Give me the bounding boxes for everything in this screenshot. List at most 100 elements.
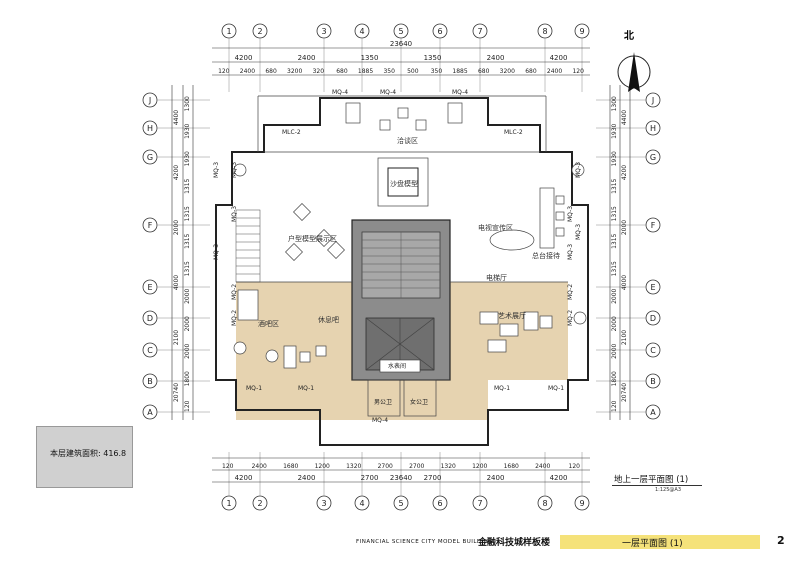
bot-dim1-7: 1320 — [441, 463, 456, 470]
grid-row-right-B: B — [645, 373, 661, 389]
svg-text:3: 3 — [321, 499, 326, 508]
grid-col-top-6: 6 — [432, 23, 448, 39]
right-dim-major-4: 2100 — [621, 330, 628, 345]
right-dim-major-5: 20740 — [621, 383, 628, 402]
left-dim-major-2: 2000 — [173, 220, 180, 235]
top-dim2-4: 320 — [313, 68, 325, 75]
window-tag-21: MQ-3 — [213, 162, 220, 178]
room-negotiation: 洽谈区 — [397, 136, 418, 145]
top-dim2-10: 1885 — [452, 68, 467, 75]
left-dim-2: 1930 — [184, 151, 191, 166]
grid-col-bottom-7: 7 — [472, 495, 488, 511]
grid-col-top-7: 7 — [472, 23, 488, 39]
window-tag-1: MQ-4 — [380, 89, 396, 96]
top-dim2-6: 1885 — [358, 68, 373, 75]
grid-col-bottom-8: 8 — [537, 495, 553, 511]
right-dim-4: 1315 — [611, 206, 618, 221]
bot-dim1-1: 2400 — [252, 463, 267, 470]
left-dim-6: 1315 — [184, 261, 191, 276]
svg-text:B: B — [147, 377, 153, 386]
grid-col-top-4: 4 — [354, 23, 370, 39]
bot-dim2-3: 2700 — [424, 474, 442, 482]
window-tag-18: MQ-3 — [213, 244, 220, 260]
grid-row-right-H: H — [645, 120, 661, 136]
left-dim-major-4: 2100 — [173, 330, 180, 345]
left-dim-1: 1930 — [184, 123, 191, 138]
bot-dim1-2: 1680 — [283, 463, 298, 470]
grid-col-top-8: 8 — [537, 23, 553, 39]
room-bar: 酒吧区 — [258, 320, 279, 328]
top-dim2-14: 2400 — [547, 68, 562, 75]
plan-scale: 1:125@A3 — [655, 487, 682, 493]
top-dimension-lines: 23640 — [212, 40, 590, 76]
bot-dim2-4: 2400 — [487, 474, 505, 482]
grid-row-right-E: E — [645, 279, 661, 295]
left-dimension-lines — [171, 85, 194, 420]
bot-dim2-2: 2700 — [361, 474, 379, 482]
left-dim-4: 1315 — [184, 206, 191, 221]
left-dim-0: 1300 — [184, 96, 191, 111]
left-dim-9: 2000 — [184, 343, 191, 358]
grid-row-left-B: B — [142, 373, 158, 389]
top-dim2-2: 680 — [265, 68, 277, 75]
svg-text:4: 4 — [359, 499, 364, 508]
top-dim2-5: 680 — [336, 68, 348, 75]
grid-col-top-5: 5 — [393, 23, 409, 39]
svg-text:2: 2 — [257, 499, 262, 508]
svg-text:6: 6 — [437, 27, 442, 36]
window-tag-3: MLC-2 — [282, 129, 301, 136]
window-tag-12: MQ-2 — [567, 310, 574, 326]
grid-row-left-C: C — [142, 342, 158, 358]
grid-row-left-A: A — [142, 404, 158, 420]
bot-dim1-8: 1200 — [472, 463, 487, 470]
left-dims-text: 1300193019301315131513151315200020002000… — [173, 96, 191, 412]
grid-col-bottom-6: 6 — [432, 495, 448, 511]
window-tag-11: MQ-2 — [567, 284, 574, 300]
total-dim-top: 23640 — [390, 40, 412, 48]
right-dim-1: 1930 — [611, 123, 618, 138]
svg-text:2: 2 — [257, 27, 262, 36]
room-sand-table: 沙盘模型 — [390, 179, 418, 188]
north-label: 北 — [624, 31, 634, 42]
bot-dim1-11: 120 — [569, 463, 581, 470]
window-tag-16: MQ-1 — [548, 385, 564, 392]
top-dim1-1: 2400 — [298, 54, 316, 62]
footer-chinese-title: 金融科技城样板楼 — [478, 538, 551, 548]
room-lounge: 休息吧 — [318, 315, 339, 324]
grid-col-top-2: 2 — [252, 23, 268, 39]
window-tag-17: MQ-4 — [372, 417, 388, 424]
right-dimension-lines — [609, 85, 631, 420]
window-tag-9: MQ-2 — [231, 284, 238, 300]
window-tag-2: MQ-4 — [452, 89, 468, 96]
room-art-gallery: 艺术展厅 — [498, 311, 526, 320]
left-dim-major-0: 4400 — [173, 110, 180, 125]
plan-title-underline — [612, 485, 702, 486]
right-dim-major-0: 4400 — [621, 110, 628, 125]
window-tag-13: MQ-1 — [246, 385, 262, 392]
bot-dim2-5: 4200 — [550, 474, 568, 482]
top-dim1-4: 2400 — [487, 54, 505, 62]
right-dim-6: 1315 — [611, 261, 618, 276]
bottom-dimension-lines: 23640 — [212, 457, 590, 483]
top-dim2-8: 500 — [407, 68, 419, 75]
top-dim2-9: 350 — [431, 68, 443, 75]
svg-text:G: G — [650, 153, 656, 162]
top-dim2-3: 3200 — [287, 68, 302, 75]
svg-text:C: C — [147, 346, 153, 355]
footer-english-title: FINANCIAL SCIENCE CITY MODEL BUILDING — [356, 539, 494, 545]
bot-dim1-9: 1680 — [504, 463, 519, 470]
bot-dim2-1: 2400 — [298, 474, 316, 482]
svg-text:F: F — [148, 221, 153, 230]
bot-dim1-0: 120 — [222, 463, 234, 470]
svg-text:A: A — [147, 408, 153, 417]
north-arrow — [617, 52, 651, 92]
svg-text:D: D — [650, 314, 656, 323]
bot-dim1-10: 2400 — [535, 463, 550, 470]
